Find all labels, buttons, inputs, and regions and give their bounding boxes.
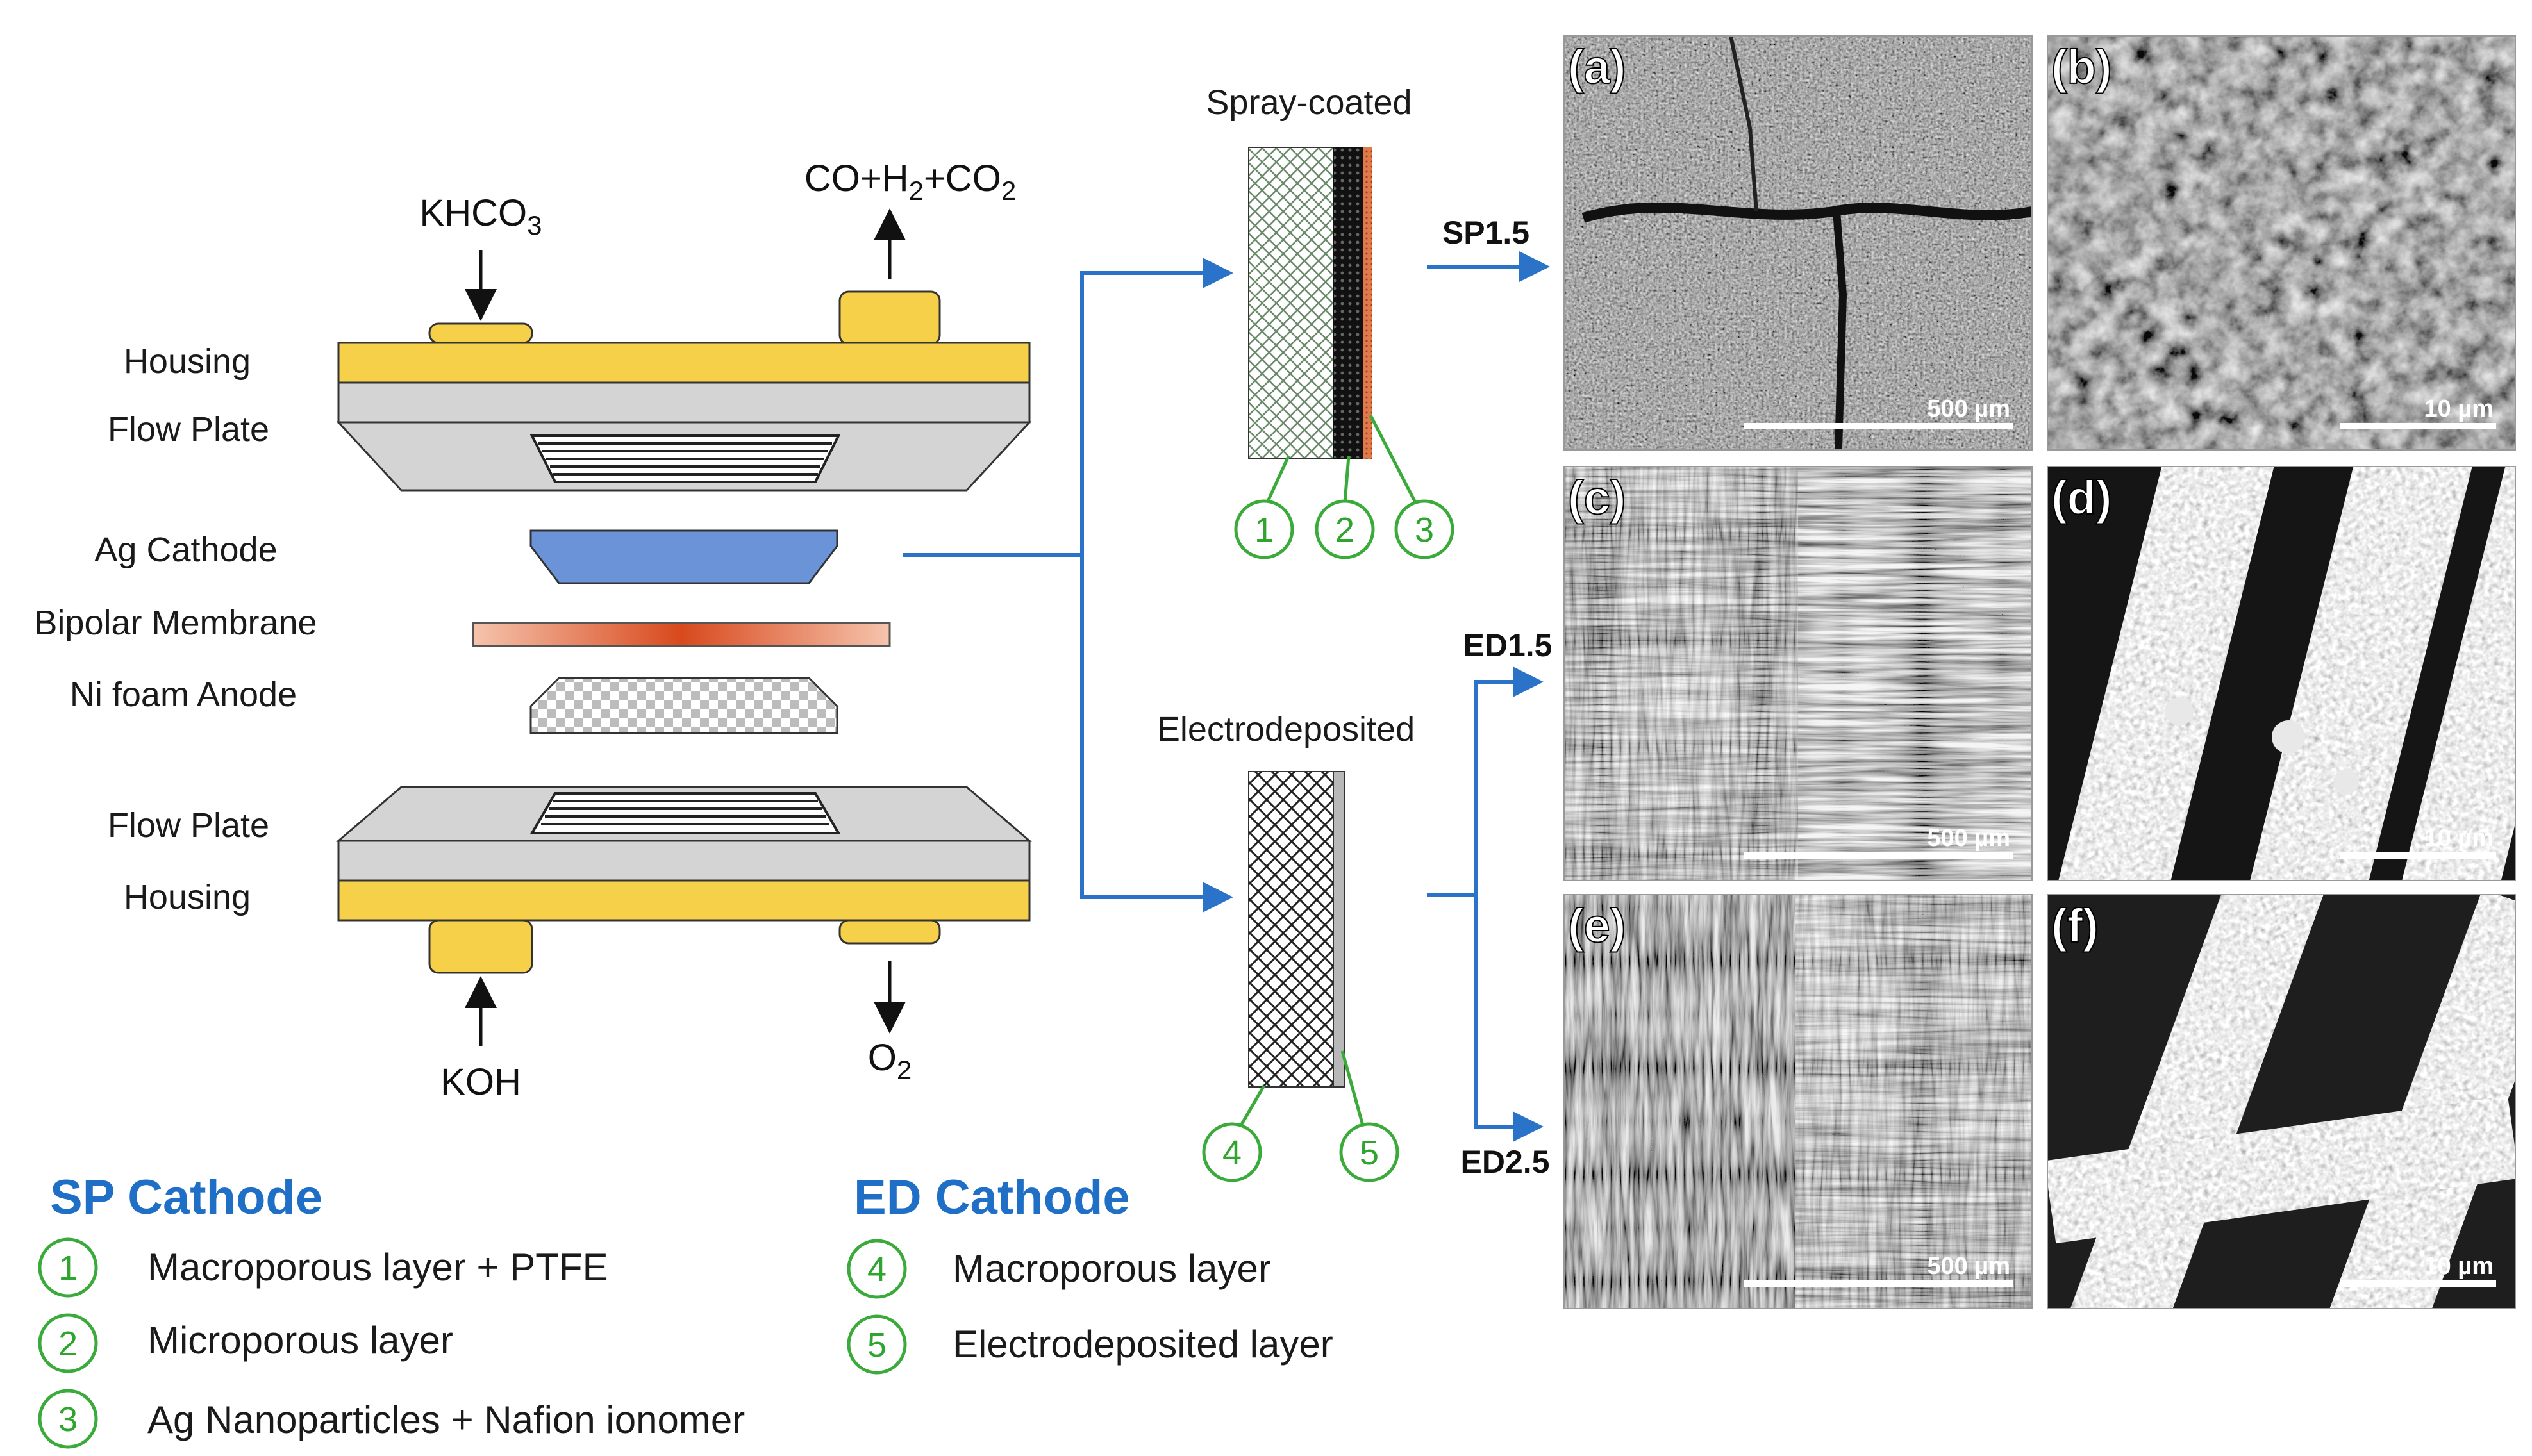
sem-panel-e: (e) 500 µm: [1564, 895, 2032, 1309]
ag-cathode-shape: [529, 529, 838, 584]
ed-callout-5: 5: [1339, 1122, 1399, 1182]
cell-assembly: KHCO3 CO+H2+CO2 KOH O2 Housing Flow Plat…: [34, 158, 1033, 1103]
svg-text:5: 5: [1360, 1134, 1379, 1172]
arrow-ed2-5: [1474, 895, 1544, 1142]
top-inlet-port: [428, 322, 533, 344]
bottom-housing: [337, 879, 1031, 922]
legend-ed-item-5: 5 Electrodeposited layer: [847, 1314, 1333, 1375]
svg-text:Macroporous layer + PTFE: Macroporous layer + PTFE: [147, 1246, 608, 1289]
sem-panel-c: (c) 500 µm: [1564, 467, 2032, 881]
legend-sp-item-1: 1 Macroporous layer + PTFE: [38, 1237, 608, 1298]
layer-2-microporous: [1333, 147, 1363, 459]
bottom-outlet-port: [838, 919, 941, 945]
label-ag-cathode: Ag Cathode: [94, 531, 277, 569]
arrow-to-spray-coated: [903, 258, 1233, 557]
panel-e-letter: (e): [1568, 899, 1626, 952]
label-o2: O2: [868, 1037, 912, 1085]
legend-ed-cathode: ED Cathode 4 Macroporous layer 5 Electro…: [847, 1170, 1333, 1375]
layer-1-macroporous: [1248, 147, 1334, 459]
electrodeposited-title: Electrodeposited: [1157, 710, 1415, 749]
panel-a-letter: (a): [1568, 40, 1626, 94]
arrow-ed1-5: [1427, 666, 1544, 897]
sem-panel-borders: [1563, 35, 2516, 1309]
electrodeposited-electrode: Electrodeposited 4 5: [1157, 710, 1415, 1182]
spray-coated-electrode: Spray-coated 1 2 3: [1206, 83, 1454, 559]
bottom-inlet-port: [428, 919, 533, 974]
panel-a-scale: 500 µm: [1927, 395, 2010, 422]
label-flow-plate-bottom: Flow Plate: [108, 806, 269, 845]
svg-text:3: 3: [58, 1400, 78, 1439]
label-ed1-5: ED1.5: [1463, 627, 1553, 663]
sem-panel-d: (d) 10 µm: [2047, 467, 2515, 881]
svg-text:Electrodeposited layer: Electrodeposited layer: [953, 1323, 1333, 1366]
label-koh: KOH: [440, 1061, 521, 1103]
svg-text:1: 1: [58, 1249, 78, 1287]
legend-ed-item-4: 4 Macroporous layer: [847, 1239, 1271, 1299]
spray-callout-2: 2: [1315, 499, 1375, 559]
ed-callout-lines: [1239, 1050, 1365, 1127]
spray-callout-3: 3: [1394, 499, 1454, 559]
ni-foam-anode-shape: [529, 677, 838, 734]
spray-callout-lines: [1266, 414, 1417, 504]
layer-4-macroporous: [1248, 771, 1334, 1088]
svg-text:4: 4: [867, 1250, 887, 1289]
label-sp1-5: SP1.5: [1442, 215, 1529, 251]
svg-text:2: 2: [58, 1325, 78, 1363]
panel-c-letter: (c): [1568, 471, 1626, 524]
top-flow-plate: [337, 381, 1031, 424]
panel-d-scale: 10 µm: [2424, 825, 2494, 852]
svg-text:1: 1: [1254, 511, 1274, 549]
spray-callout-1: 1: [1234, 499, 1294, 559]
svg-text:5: 5: [867, 1326, 887, 1364]
label-bipolar-membrane: Bipolar Membrane: [34, 604, 317, 642]
panel-b-scale: 10 µm: [2424, 395, 2494, 422]
svg-text:2: 2: [1335, 511, 1354, 549]
legend-sp-item-3: 3 Ag Nanoparticles + Nafion ionomer: [38, 1389, 745, 1449]
panel-b-letter: (b): [2051, 40, 2112, 94]
label-ni-foam-anode: Ni foam Anode: [70, 675, 297, 714]
legend-sp-title: SP Cathode: [50, 1170, 322, 1225]
sem-panel-f: (f) 10 µm: [2047, 895, 2515, 1309]
svg-text:4: 4: [1222, 1134, 1242, 1172]
label-housing-top: Housing: [124, 342, 251, 381]
bottom-flow-channels: [529, 792, 841, 834]
arrow-to-electrodeposited: [1080, 555, 1233, 913]
label-flow-plate-top: Flow Plate: [108, 410, 269, 449]
panel-d-letter: (d): [2051, 471, 2112, 524]
ed-callout-4: 4: [1202, 1122, 1262, 1182]
spray-coated-title: Spray-coated: [1206, 83, 1412, 122]
sem-panel-a: (a) 500 µm: [1564, 36, 2032, 450]
label-khco3: KHCO3: [420, 192, 542, 240]
svg-text:Macroporous layer: Macroporous layer: [953, 1247, 1271, 1290]
top-outlet-port: [838, 290, 941, 345]
bipolar-membrane-shape: [472, 622, 891, 647]
legend-sp-item-2: 2 Microporous layer: [38, 1313, 453, 1373]
bottom-flow-plate: [337, 840, 1031, 882]
label-housing-bottom: Housing: [124, 878, 251, 916]
sem-panel-b: (b) 10 µm: [2047, 36, 2515, 450]
svg-text:3: 3: [1415, 511, 1434, 549]
panel-c-scale: 500 µm: [1927, 825, 2010, 852]
label-ed2-5: ED2.5: [1461, 1144, 1550, 1180]
svg-text:Microporous layer: Microporous layer: [147, 1319, 453, 1362]
legend-ed-title: ED Cathode: [854, 1170, 1130, 1225]
svg-text:Ag Nanoparticles + Nafion iono: Ag Nanoparticles + Nafion ionomer: [147, 1398, 745, 1441]
legend-sp-cathode: SP Cathode 1 Macroporous layer + PTFE 2 …: [38, 1170, 745, 1449]
label-top-outlet: CO+H2+CO2: [804, 158, 1016, 206]
cathode-branch-arrows: [903, 251, 1550, 1142]
panel-f-scale: 10 µm: [2424, 1253, 2494, 1280]
layer-3-ag-nanoparticles: [1363, 147, 1372, 459]
top-housing: [337, 342, 1031, 384]
panel-f-letter: (f): [2051, 899, 2099, 952]
layer-5-electrodeposited: [1333, 771, 1345, 1088]
top-flow-channels: [529, 434, 841, 483]
panel-e-scale: 500 µm: [1927, 1253, 2010, 1280]
